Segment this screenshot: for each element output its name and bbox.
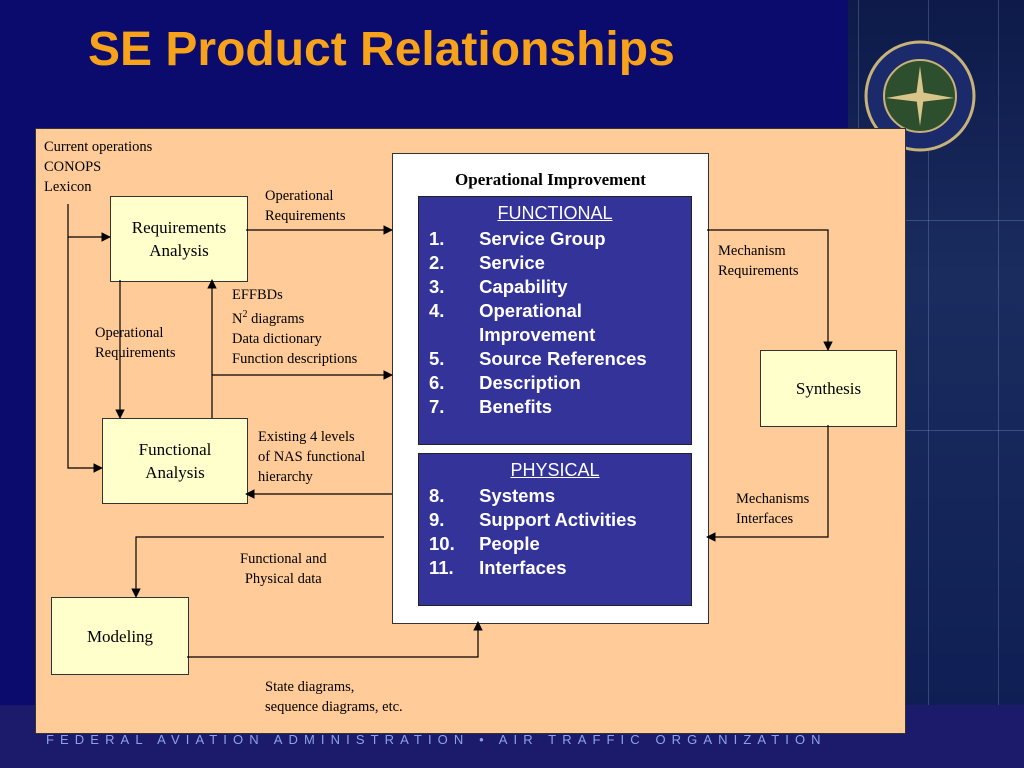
mechanisms-interfaces-label: Mechanisms Interfaces: [736, 491, 810, 527]
arrow-op-to-modeling: [131, 536, 384, 598]
list-item: 11.Interfaces: [429, 557, 567, 578]
arrow-inputs-to-functional: [67, 237, 103, 473]
footer-text: FEDERAL AVIATION ADMINISTRATION • AIR TR…: [46, 732, 827, 747]
operational-improvement-title: Operational Improvement: [455, 170, 646, 189]
state-diagrams-label: State diagrams, sequence diagrams, etc.: [265, 679, 403, 715]
operational-requirements-left-label: Operational Requirements: [95, 325, 176, 361]
arrow-op-to-synthesis: [707, 229, 833, 351]
faa-seal-logo: [864, 40, 976, 152]
requirements-analysis-box: Requirements Analysis: [110, 196, 248, 282]
arrow-modeling-to-op: [187, 621, 483, 658]
effbds-label: EFFBDs N2 diagrams Data dictionary Funct…: [232, 287, 358, 367]
list-item: 5.Source References: [429, 348, 647, 369]
functional-header: FUNCTIONAL: [497, 203, 613, 223]
list-item: 7.Benefits: [429, 396, 553, 417]
list-item: 10.People: [429, 533, 540, 554]
functional-list-box: FUNCTIONAL 1.Service Group 2.Service 3.C…: [418, 196, 692, 445]
page-title: SE Product Relationships: [88, 23, 675, 76]
physical-list-box: PHYSICAL 8.Systems 9.Support Activities …: [418, 453, 692, 606]
nas-hierarchy-label: Existing 4 levels of NAS functional hier…: [258, 429, 366, 485]
inputs-label: Current operations CONOPS Lexicon: [44, 139, 153, 195]
list-item: 1.Service Group: [429, 228, 606, 249]
functional-physical-label: Functional and Physical data: [240, 551, 327, 587]
synthesis-box: Synthesis: [760, 350, 897, 427]
physical-header: PHYSICAL: [510, 460, 600, 480]
list-item: 2.Service: [429, 252, 545, 273]
arrow-inputs-to-requirements: [67, 204, 111, 242]
list-item: 4.Operational Improvement: [429, 300, 596, 345]
list-item: 9.Support Activities: [429, 509, 637, 530]
list-item: 6.Description: [429, 372, 581, 393]
mechanism-requirements-label: Mechanism Requirements: [718, 243, 799, 279]
list-item: 8.Systems: [429, 485, 556, 506]
operational-requirements-top-label: Operational Requirements: [265, 188, 346, 224]
list-item: 3.Capability: [429, 276, 568, 297]
functional-analysis-box: Functional Analysis: [102, 418, 248, 504]
modeling-box: Modeling: [51, 597, 189, 675]
arrow-synthesis-to-op: [706, 425, 829, 542]
